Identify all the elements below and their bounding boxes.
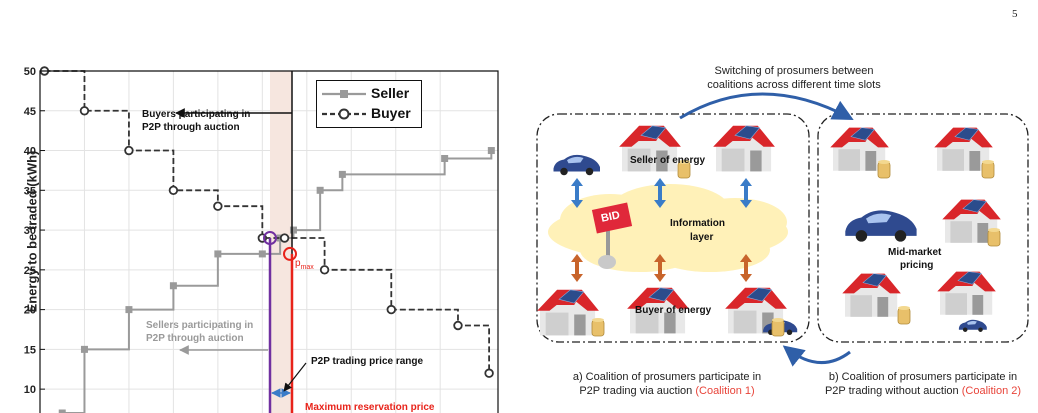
coalition-1-boundary bbox=[536, 113, 810, 343]
bid-sign-icon bbox=[591, 202, 633, 269]
electric-car-icon bbox=[958, 319, 987, 332]
battery-icon bbox=[981, 160, 995, 179]
y-tick-label: 50 bbox=[24, 66, 36, 78]
house-icon bbox=[627, 287, 689, 334]
y-tick-label: 15 bbox=[24, 344, 36, 356]
buyer-point bbox=[453, 320, 463, 331]
switching-label-line1: Switching of prosumers between bbox=[714, 65, 874, 77]
switching-arrow-bottom bbox=[782, 345, 851, 367]
price-range-pointer bbox=[283, 362, 307, 392]
electric-car-icon bbox=[553, 154, 600, 176]
house-icon bbox=[934, 127, 993, 171]
seller-point bbox=[80, 345, 88, 353]
buyer-point bbox=[386, 304, 396, 315]
battery-icon bbox=[897, 306, 911, 325]
seller-point bbox=[258, 250, 266, 258]
seller-point bbox=[441, 154, 449, 162]
coalition-2-boundary bbox=[817, 113, 1029, 343]
y-tick-label: 40 bbox=[24, 146, 36, 158]
buyer-point bbox=[168, 185, 179, 196]
house-icon bbox=[725, 287, 787, 334]
legend-seller-label: Seller bbox=[371, 85, 410, 101]
house-icon bbox=[830, 127, 889, 171]
buyer-point bbox=[484, 368, 494, 378]
caption-b-highlight: (Coalition 2) bbox=[961, 385, 1022, 397]
buyer-point bbox=[213, 201, 223, 211]
caption-a-line1: a) Coalition of prosumers participate in bbox=[572, 371, 762, 383]
seller-point bbox=[214, 250, 222, 258]
sellers-annotation-line2: P2P through auction bbox=[146, 333, 244, 344]
caption-b-line2-wrap: P2P trading without auction (Coalition 2… bbox=[808, 384, 1038, 398]
legend-buyer-label: Buyer bbox=[371, 105, 411, 121]
max-reservation-annotation: Maximum reservation price bbox=[305, 402, 435, 413]
caption-a-line2-wrap: P2P trading via auction (Coalition 1) bbox=[552, 384, 782, 398]
y-tick-label: 30 bbox=[24, 225, 36, 237]
caption-b-line1: b) Coalition of prosumers participate in bbox=[828, 371, 1018, 383]
information-layer-cloud bbox=[548, 184, 788, 272]
house-icon bbox=[713, 125, 775, 172]
house-icon bbox=[842, 273, 901, 317]
y-tick-label: 35 bbox=[24, 185, 36, 197]
buyer-point bbox=[79, 106, 90, 116]
battery-icon bbox=[771, 318, 785, 337]
buyer-series-line bbox=[44, 70, 491, 374]
price-range-annotation: P2P trading price range bbox=[311, 356, 424, 367]
page-number: 5 bbox=[1012, 8, 1018, 20]
y-tick-label: 20 bbox=[24, 305, 36, 317]
energy-trading-chart: 10 15 20 25 30 35 40 45 50 bbox=[24, 66, 499, 413]
house-icon bbox=[537, 289, 599, 336]
y-tick-label: 45 bbox=[24, 106, 36, 118]
switching-label-line2: coalitions across different time slots bbox=[707, 79, 881, 91]
seller-series-line bbox=[62, 150, 493, 413]
mid-market-label-line1: Mid-market bbox=[888, 247, 942, 258]
sellers-annotation-line1: Sellers participating in bbox=[146, 320, 254, 331]
battery-icon bbox=[987, 228, 1001, 247]
caption-a: a) Coalition of prosumers participate in… bbox=[552, 370, 782, 398]
buyer-point bbox=[124, 145, 134, 156]
switching-arrow-top bbox=[679, 92, 854, 120]
pmax-label: pmax bbox=[295, 258, 314, 271]
buyers-annotation-line1: Buyers participating in bbox=[142, 109, 251, 120]
seller-point bbox=[316, 186, 324, 194]
mid-market-label-line2: pricing bbox=[900, 260, 934, 271]
house-icon bbox=[619, 125, 681, 172]
orange-arrows bbox=[571, 254, 752, 282]
caption-a-highlight: (Coalition 1) bbox=[695, 385, 755, 397]
y-tick-label: 10 bbox=[24, 384, 36, 396]
buyer-of-energy-label: Buyer of energy bbox=[635, 305, 712, 316]
caption-a-line2: P2P trading via auction bbox=[579, 385, 693, 397]
y-tick-label: 25 bbox=[24, 265, 36, 277]
pmax-marker bbox=[283, 246, 297, 261]
seller-point bbox=[338, 170, 346, 178]
seller-point bbox=[487, 147, 495, 155]
clearing-point-marker bbox=[263, 231, 277, 246]
battery-icon bbox=[677, 160, 691, 179]
battery-icon bbox=[591, 318, 605, 337]
chart-legend: Seller Buyer bbox=[316, 80, 422, 128]
information-layer-label-line1: Information bbox=[670, 218, 725, 229]
information-layer-label-line2: layer bbox=[690, 232, 714, 243]
buyer-point bbox=[319, 265, 330, 275]
buyers-annotation-line2: P2P through auction bbox=[142, 122, 240, 133]
house-icon bbox=[937, 271, 996, 315]
seller-point bbox=[169, 282, 177, 290]
plot-frame bbox=[39, 70, 499, 413]
house-icon bbox=[942, 199, 1001, 243]
caption-b-line2: P2P trading without auction bbox=[824, 385, 959, 397]
buyer-point bbox=[279, 233, 290, 243]
blue-arrows bbox=[571, 178, 752, 208]
seller-point bbox=[58, 409, 66, 413]
battery-icon bbox=[877, 160, 891, 179]
caption-b: b) Coalition of prosumers participate in… bbox=[808, 370, 1038, 398]
seller-point bbox=[289, 226, 297, 234]
seller-point bbox=[125, 306, 133, 314]
seller-of-energy-label: Seller of energy bbox=[630, 155, 706, 166]
electric-car-icon bbox=[845, 210, 917, 242]
